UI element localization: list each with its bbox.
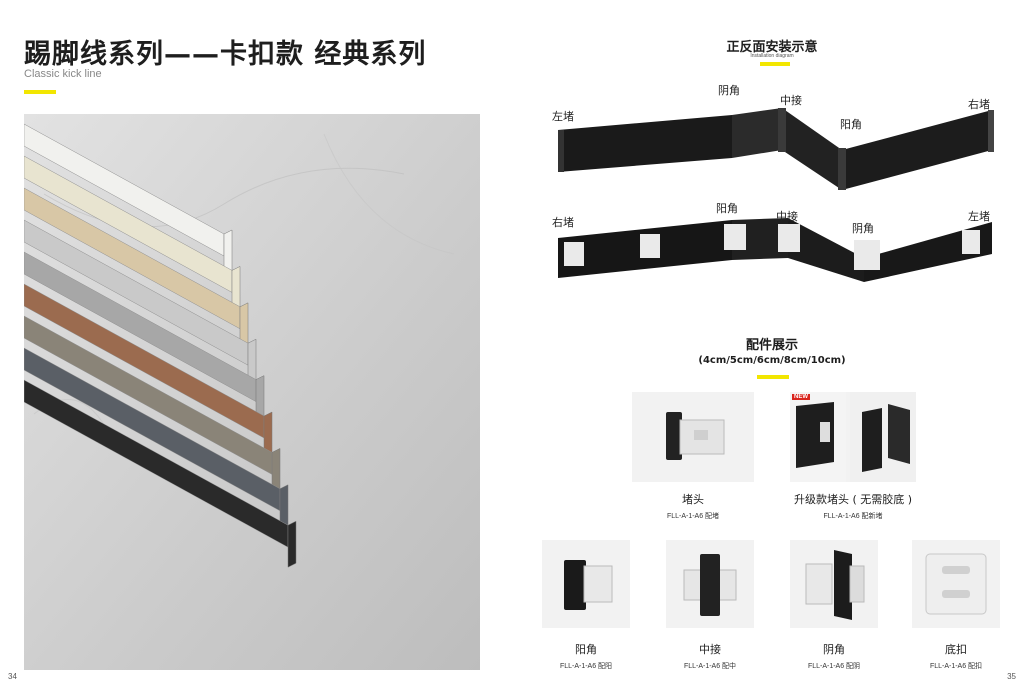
part-code-outer-corner: FLL-A-1-A6 配阳	[559, 663, 613, 670]
back-label-corner-1: 阳角	[716, 202, 738, 215]
front-label-corner-1: 阴角	[718, 84, 740, 97]
product-photo	[24, 114, 480, 670]
accessories-sizes: (4cm/5cm/6cm/8cm/10cm)	[698, 355, 846, 366]
install-underline	[760, 62, 790, 66]
part-name-base-clip: 底扣	[945, 643, 967, 656]
part-image-inner-corner	[790, 540, 878, 628]
part-name-outer-corner: 阳角	[575, 643, 597, 656]
profile-edge	[287, 520, 297, 568]
front-label-joint: 中接	[780, 94, 802, 107]
accessories-underline	[757, 375, 789, 379]
front-label-left-cap: 左堵	[552, 110, 574, 123]
back-label-left-cap: 左堵	[968, 210, 990, 223]
right-page: 正反面安装示意 Installation diagram 左堵 阴角 中接 阳角…	[512, 0, 1024, 685]
kick-line-profiles-illustration	[24, 114, 480, 670]
back-install-diagram: 右堵 阳角 中接 阴角 左堵	[552, 198, 1012, 288]
part-name-end-cap: 堵头	[682, 493, 704, 506]
accessories-title: 配件展示	[745, 338, 798, 353]
front-label-corner-2: 阳角	[840, 118, 862, 131]
part-image-base-clip	[912, 540, 1000, 628]
part-code-base-clip: FLL-A-1-A6 配扣	[929, 663, 983, 670]
front-install-diagram: 左堵 阴角 中接 阳角 右堵	[552, 80, 1012, 190]
part-name-upgraded-end-cap: 升级款堵头 ( 无需胶底 )	[793, 493, 913, 506]
part-image-outer-corner	[542, 540, 630, 628]
left-page: 踢脚线系列——卡扣款 经典系列 Classic kick line 34	[8, 39, 480, 681]
page-number-right: 35	[1007, 672, 1016, 681]
part-code-joint: FLL-A-1-A6 配中	[683, 663, 737, 670]
install-title: 正反面安装示意	[726, 40, 818, 55]
part-code-upgraded-end-cap: FLL-A-1-A6 配新堵	[823, 513, 883, 520]
part-image-joint	[666, 540, 754, 628]
page-title: 踢脚线系列——卡扣款 经典系列	[24, 39, 427, 70]
base-clip-icon	[925, 553, 987, 615]
page-subtitle: Classic kick line	[24, 68, 102, 80]
back-label-joint: 中接	[776, 210, 798, 223]
part-code-end-cap: FLL-A-1-A6 配堵	[666, 513, 720, 520]
inner-corner-icon	[805, 550, 865, 620]
part-image-upgraded-end-cap: NEW	[790, 392, 916, 482]
joint-icon	[683, 554, 737, 616]
end-cap-icon	[666, 412, 725, 460]
page-number-left: 34	[8, 672, 17, 681]
part-image-end-cap	[632, 392, 754, 482]
outer-corner-icon	[564, 560, 613, 610]
install-subtitle: Installation diagram	[750, 53, 794, 59]
title-underline	[24, 90, 56, 94]
new-badge: NEW	[792, 394, 810, 400]
part-name-joint: 中接	[699, 643, 721, 656]
back-profile-drawing	[558, 218, 992, 282]
back-label-corner-2: 阴角	[852, 222, 874, 235]
part-name-inner-corner: 阴角	[823, 643, 845, 656]
front-label-right-cap: 右堵	[968, 98, 990, 111]
part-code-inner-corner: FLL-A-1-A6 配阴	[807, 663, 861, 670]
upgraded-end-cap-icon	[790, 392, 916, 482]
front-profile-drawing	[558, 108, 994, 190]
back-label-right-cap: 右堵	[552, 216, 574, 229]
